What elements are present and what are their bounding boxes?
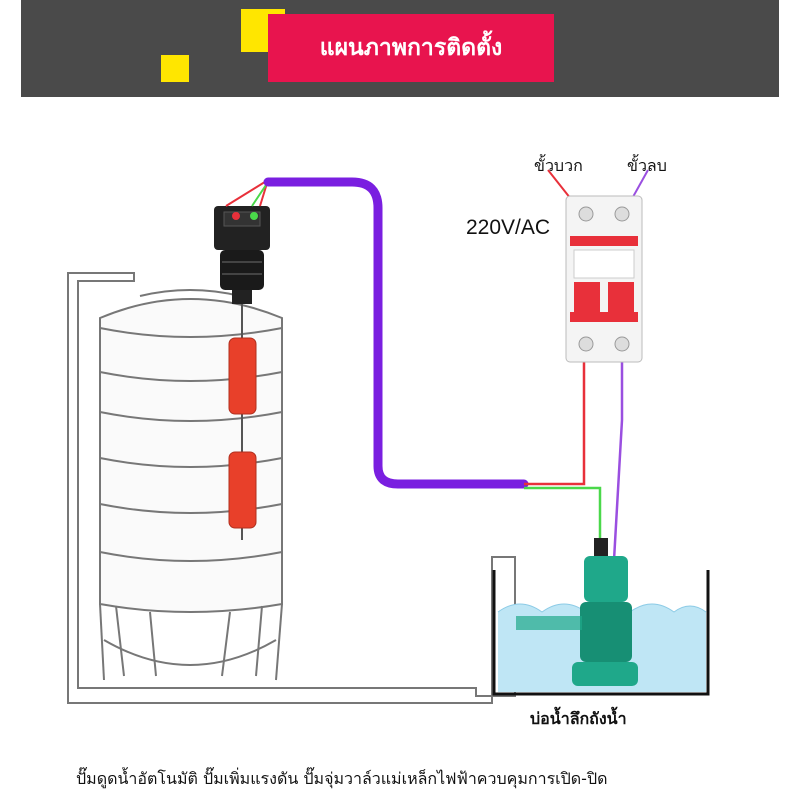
water-pipe <box>67 272 516 704</box>
negative-terminal-label: ขั้วลบ <box>627 156 667 175</box>
caption: ปั๊มดูดน้ำอัตโนมัติ ปั๊มเพิ่มแรงดัน ปั๊ม… <box>76 769 608 788</box>
float-lower <box>228 451 257 529</box>
submersible-pump <box>516 538 638 686</box>
circuit-breaker <box>565 195 643 363</box>
voltage-label: 220V/AC <box>466 216 551 239</box>
well-label: บ่อน้ำลึกถังน้ำ <box>530 709 627 728</box>
neutral-wire <box>612 350 624 561</box>
decor-square-small <box>161 55 189 82</box>
float-upper <box>228 337 257 415</box>
earth-wire <box>524 486 602 560</box>
live-wire <box>524 350 586 486</box>
installation-diagram <box>67 169 710 704</box>
main-cable <box>263 177 529 489</box>
page-title: แผนภาพการติดตั้ง <box>268 14 554 82</box>
positive-terminal-label: ขั้วบวก <box>534 156 583 175</box>
float-switch-controller <box>214 206 270 304</box>
